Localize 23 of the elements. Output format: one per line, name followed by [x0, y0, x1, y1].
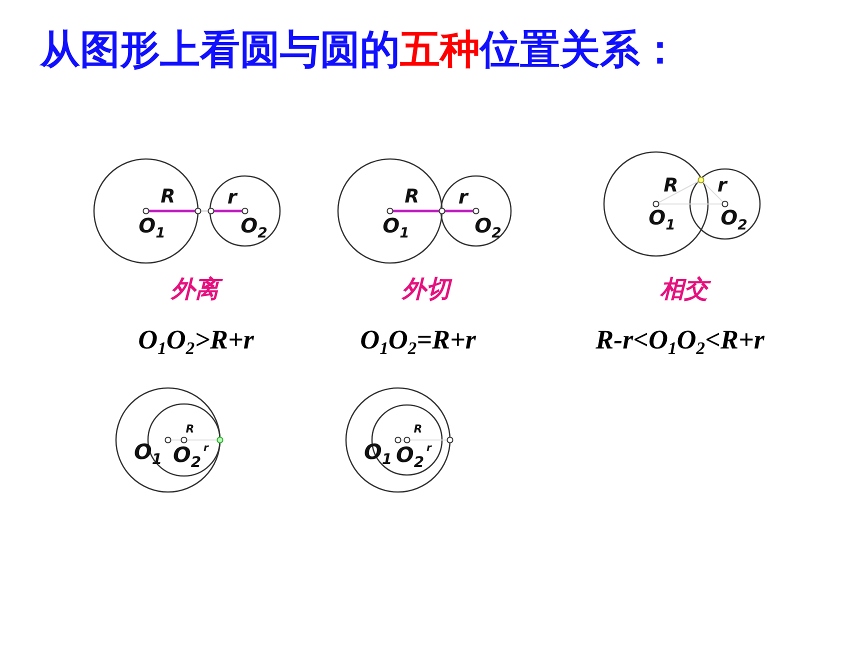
relation-name: 外切	[402, 277, 450, 301]
radius-label: R	[664, 176, 678, 196]
center-label: O$_{1}$	[138, 216, 166, 240]
radius-label: R	[404, 188, 420, 206]
radius-label: r	[204, 444, 208, 454]
center-label: O$_{2}$	[396, 445, 424, 471]
radius-label: r	[426, 444, 432, 454]
center-label: O$_{1}$	[382, 216, 410, 240]
radius-label: r	[717, 176, 727, 196]
center-label: O$_{1}$	[648, 208, 676, 232]
relation-formula: O$_{1}$O$_{2}$>R+r	[138, 326, 254, 358]
center-label: O$_{2}$	[172, 445, 202, 471]
radius-label: R	[414, 424, 422, 434]
relation-formula: O$_{1}$O$_{2}$=R+r	[360, 326, 476, 358]
title: 从图形上看圆与圆的五种位置关系：	[40, 26, 680, 75]
radius-label: R	[186, 424, 194, 434]
center-label: O$_{2}$	[240, 216, 268, 240]
relation-formula: R-r<O$_{1}$O$_{2}$<R+r	[596, 326, 764, 358]
radius-label: R	[160, 188, 176, 206]
center-label: O$_{2}$	[720, 208, 748, 232]
radius-label: r	[458, 188, 468, 208]
center-label: O$_{2}$	[474, 216, 502, 240]
radius-label: r	[227, 188, 237, 208]
